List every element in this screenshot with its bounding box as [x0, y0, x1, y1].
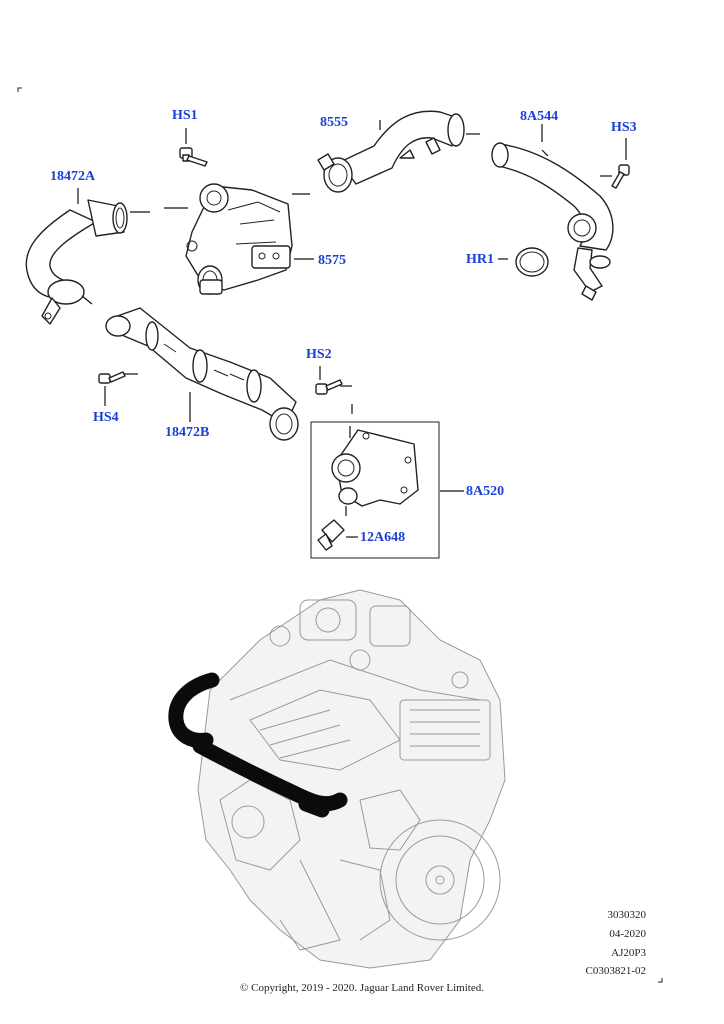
corner-mark-top-left — [17, 87, 22, 92]
reference-model: AJ20P3 — [611, 947, 646, 959]
reference-number: 3030320 — [607, 909, 647, 921]
bolt-hs3 — [611, 164, 630, 189]
assembly-box-8a520 — [310, 421, 440, 559]
thermostat-housing-8575 — [185, 183, 293, 295]
bolt-hs4 — [98, 371, 126, 384]
hose-18472a — [25, 199, 128, 325]
callout-8555: 8555 — [320, 115, 348, 130]
callout-8a544: 8A544 — [520, 109, 559, 124]
callout-hs4: HS4 — [93, 410, 119, 425]
bolt-hs2 — [315, 379, 343, 395]
callout-hs3: HS3 — [611, 120, 637, 135]
corner-mark-bottom-right — [658, 978, 663, 983]
callout-hr1: HR1 — [466, 252, 494, 267]
highlighted-coolant-hose — [168, 672, 348, 818]
copyright-notice: © Copyright, 2019 - 2020. Jaguar Land Ro… — [240, 982, 484, 994]
callout-18472a: 18472A — [50, 169, 96, 184]
callout-hs2: HS2 — [306, 347, 332, 362]
sensor-12a648 — [317, 519, 345, 551]
hose-8a544 — [491, 142, 614, 301]
engine-illustration — [197, 589, 506, 969]
o-ring-hr1 — [515, 247, 549, 277]
reference-date: 04-2020 — [609, 928, 646, 940]
reference-illustration-id: C0303821-02 — [585, 965, 647, 977]
callout-8575: 8575 — [318, 253, 346, 268]
bolt-hs1 — [179, 147, 208, 167]
hose-8555 — [317, 110, 465, 193]
leader-lines — [77, 120, 627, 538]
callout-hs1: HS1 — [172, 108, 198, 123]
callout-12a648: 12A648 — [360, 530, 406, 545]
thermostat-housing-8a520 — [331, 429, 419, 507]
hose-18472b — [105, 307, 299, 441]
callout-8a520: 8A520 — [466, 484, 505, 499]
callout-18472b: 18472B — [165, 425, 210, 440]
